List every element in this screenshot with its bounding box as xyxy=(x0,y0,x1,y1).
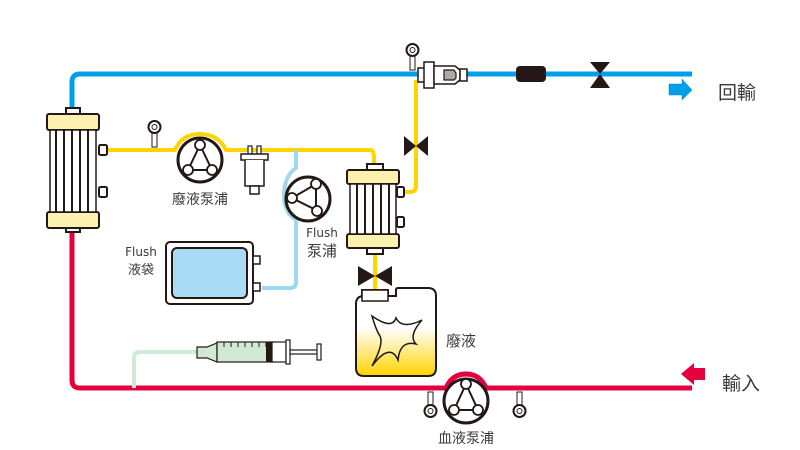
input-label: 輸入 xyxy=(722,373,760,395)
return-label: 回輸 xyxy=(718,82,756,104)
waste-label: 廢液 xyxy=(446,332,476,350)
return-line xyxy=(69,71,692,112)
blood-pressure-sensor-right-icon xyxy=(512,391,527,418)
waste-container-icon xyxy=(355,287,437,377)
pressure-connector-icon xyxy=(405,43,468,89)
blood-pump-icon xyxy=(442,377,490,425)
syringe-icon xyxy=(196,339,322,365)
pressure-sensor-icon xyxy=(147,120,162,148)
flush-bag-label-zh: 液袋 xyxy=(128,263,154,278)
waste-pump-label: 廢液泵浦 xyxy=(172,191,228,208)
blood-pump-label: 血液泵浦 xyxy=(438,431,494,447)
flush-pump-label-en: Flush xyxy=(306,226,338,240)
input-arrow-icon xyxy=(681,363,705,385)
blood-input-line xyxy=(69,232,692,391)
filtrate-line xyxy=(106,131,376,168)
return-clamp-valve-icon xyxy=(590,62,610,88)
return-arrow-icon xyxy=(668,78,693,101)
flush-pump-label-zh: 泵浦 xyxy=(307,242,337,260)
drip-chamber-icon xyxy=(240,145,269,195)
flush-line xyxy=(262,150,298,290)
syringe-line xyxy=(132,350,198,388)
waste-clamp-valve-icon xyxy=(358,266,392,286)
flush-bag-icon xyxy=(165,241,261,305)
clamp-valve-icon xyxy=(404,136,428,156)
flush-pump-icon xyxy=(284,175,332,223)
filtrate-return-line xyxy=(402,80,418,194)
secondary-filter xyxy=(346,163,405,255)
main-filter xyxy=(46,107,108,233)
air-bubble-detector-icon xyxy=(516,66,546,82)
blood-pressure-sensor-left-icon xyxy=(423,391,438,418)
waste-pump-icon xyxy=(176,136,224,184)
flush-bag-label-en: Flush xyxy=(125,245,157,259)
